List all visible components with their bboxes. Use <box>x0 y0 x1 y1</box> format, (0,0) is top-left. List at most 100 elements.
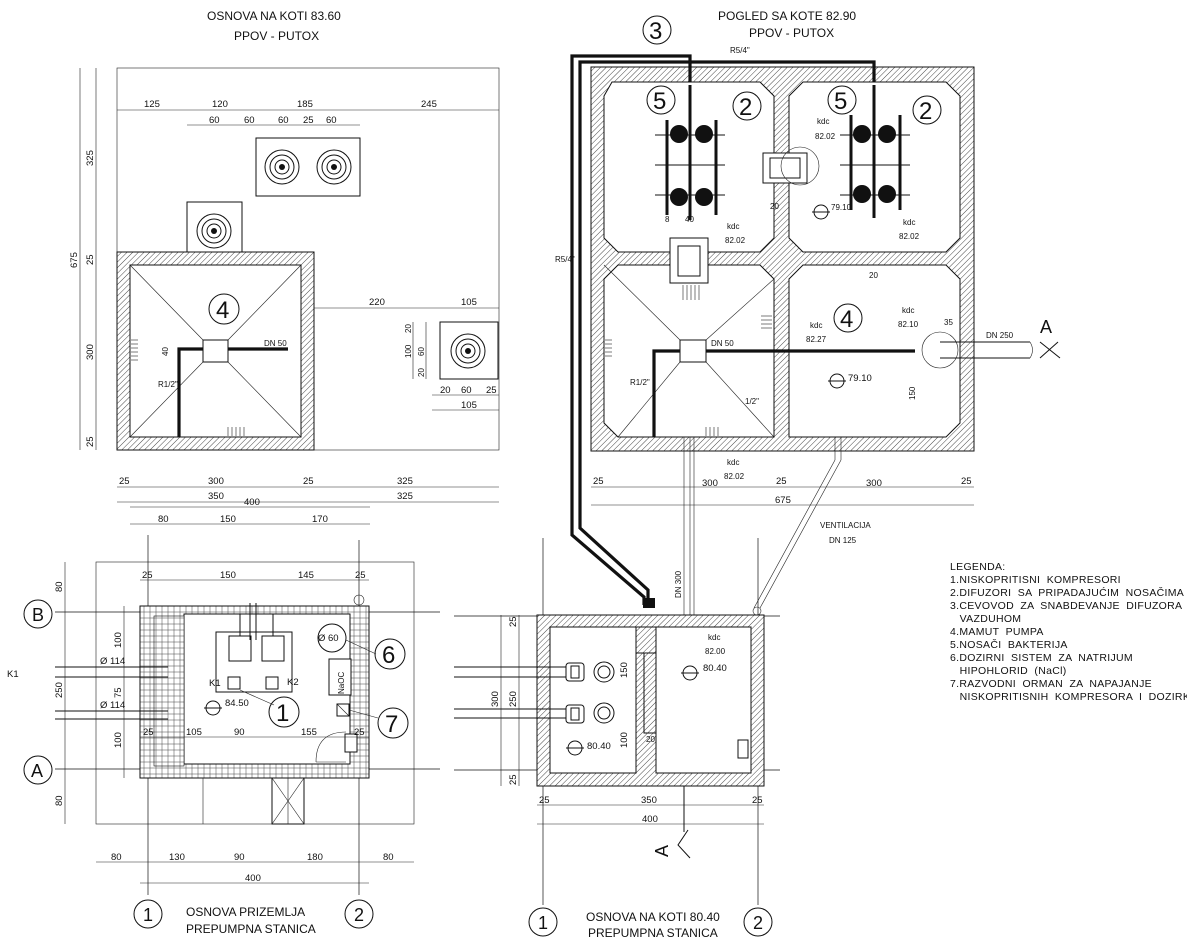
title-bl-1: OSNOVA PRIZEMLJA <box>186 905 305 919</box>
label-12-tr: 1/2" <box>745 397 759 406</box>
dim-185: 185 <box>297 99 313 110</box>
diffuser-disc-icon <box>196 213 232 249</box>
dim-bl-b180: 180 <box>307 852 323 863</box>
label-8450: 84.50 <box>225 698 249 709</box>
label-40-tl: 40 <box>161 347 170 356</box>
legend-item: VAZDUHOM <box>950 613 1021 625</box>
label-dn300: DN 300 <box>674 570 683 598</box>
dim-60c: 60 <box>278 115 289 126</box>
dim-tr-25b: 25 <box>776 476 787 487</box>
dim-bm-v250: 250 <box>508 691 519 707</box>
dim-bl-25a: 25 <box>142 570 153 581</box>
label-phi60: Ø 60 <box>318 633 339 644</box>
dim-bm-v300: 300 <box>490 691 501 707</box>
label-7910-b: 79.10 <box>848 373 872 384</box>
dim-v-100: 100 <box>404 344 413 358</box>
dim-25b-tl: 25 <box>486 385 497 396</box>
dim-105b: 105 <box>461 400 477 411</box>
dim-bl-v80a: 80 <box>54 581 65 592</box>
legend-item: 3.CEVOVOD ZA SNABDEVANJE DIFUZORA <box>950 600 1182 612</box>
legend-item: HIPOHLORID (NaCl) <box>950 665 1067 677</box>
grid-bubble-2-bl: 2 <box>354 905 364 925</box>
callout-5-right: 5 <box>834 88 847 115</box>
dim-v-25b: 25 <box>85 436 96 447</box>
label-8-20: 20 <box>770 202 779 211</box>
dim-bl-v250: 250 <box>54 682 65 698</box>
dim-bl-i25b: 25 <box>354 727 365 738</box>
callout-2-right: 2 <box>919 98 932 125</box>
diffuser-disc-icon <box>264 149 352 185</box>
label-ventilacija: VENTILACIJA <box>820 521 871 530</box>
label-8040-a: 80.40 <box>587 741 611 752</box>
dim-60a: 60 <box>209 115 220 126</box>
legend-item: 6.DOZIRNI SISTEM ZA NATRIJUM <box>950 652 1133 664</box>
label-kdc-1: kdc <box>817 117 829 126</box>
dim-bl-b80a: 80 <box>111 852 122 863</box>
label-8202-1: 82.02 <box>815 132 836 141</box>
label-kdc-2: kdc <box>727 222 739 231</box>
dim-b-170: 170 <box>312 514 328 525</box>
dim-tr-300a: 300 <box>702 478 718 489</box>
dim-tr-300b: 300 <box>866 478 882 489</box>
callout-7: 7 <box>385 711 398 738</box>
label-7910-a: 79.10 <box>831 203 852 212</box>
grid-bubble-2-bm: 2 <box>753 913 763 933</box>
callout-4-tr: 4 <box>840 306 853 333</box>
dim-bl-b90: 90 <box>234 852 245 863</box>
dim-bl-v100b: 100 <box>113 732 124 748</box>
label-dn125: DN 125 <box>829 536 857 545</box>
dim-bm-v25a: 25 <box>508 616 519 627</box>
dim-b-400: 400 <box>244 497 260 508</box>
label-20-bm: 20 <box>646 735 655 744</box>
title-tr-2: PPOV - PUTOX <box>749 26 834 40</box>
label-grid-k1: K1 <box>7 669 19 680</box>
dim-b-300: 300 <box>208 476 224 487</box>
dim-bl-i155: 155 <box>301 727 317 738</box>
title-bm-2: PREPUMPNA STANICA <box>588 926 718 940</box>
dim-120: 120 <box>212 99 228 110</box>
dim-bl-150: 150 <box>220 570 236 581</box>
callout-4-tl: 4 <box>216 297 229 324</box>
label-150: 150 <box>908 386 917 400</box>
dim-v-20a: 20 <box>404 324 413 333</box>
label-35: 35 <box>944 318 953 327</box>
callout-6: 6 <box>382 642 395 669</box>
dim-60b: 60 <box>244 115 255 126</box>
dim-b-150: 150 <box>220 514 236 525</box>
label-k1: K1 <box>209 678 221 689</box>
plan-bottom-left: K1 K2 84.50 Ø 60 NaOC Ø 114 Ø 114 K1 25 … <box>7 535 440 936</box>
legend: LEGENDA: 1.NISKOPRITISNI KOMPRESORI 2.DI… <box>950 561 1187 703</box>
label-r12-tr: R1/2" <box>630 378 650 387</box>
dim-tr-675: 675 <box>775 495 791 506</box>
title-tl-1: OSNOVA NA KOTI 83.60 <box>207 9 341 23</box>
title-bl-2: PREPUMPNA STANICA <box>186 922 316 936</box>
dim-bl-25b: 25 <box>355 570 366 581</box>
label-kdc-bm: kdc <box>708 633 720 642</box>
dim-bl-b80b: 80 <box>383 852 394 863</box>
dim-bm-b400: 400 <box>642 814 658 825</box>
dim-tr-25c: 25 <box>961 476 972 487</box>
dim-b-350: 350 <box>208 491 224 502</box>
label-dn250: DN 250 <box>986 331 1014 340</box>
section-mark-A-bottom: A <box>652 845 672 857</box>
dim-bm-v25b: 25 <box>508 774 519 785</box>
dim-tr-25a: 25 <box>593 476 604 487</box>
dim-v-675: 675 <box>69 252 80 268</box>
legend-item: 1.NISKOPRITISNI KOMPRESORI <box>950 574 1121 586</box>
label-8200: 82.00 <box>705 647 726 656</box>
dim-bm-v100: 100 <box>619 732 630 748</box>
dim-25: 25 <box>303 115 314 126</box>
label-r54-top: R5/4" <box>730 46 750 55</box>
dim-bl-i105: 105 <box>186 727 202 738</box>
label-8202-4: 82.02 <box>724 472 745 481</box>
title-tl-2: PPOV - PUTOX <box>234 29 319 43</box>
legend-item: NISKOPRITISNIH KOMPRESORA I DOZIRKE <box>950 691 1187 703</box>
dim-b-325a: 325 <box>397 476 413 487</box>
plan-top-right: POGLED SA KOTE 82.90 PPOV - PUTOX <box>555 9 1061 634</box>
legend-item: 5.NOSAČI BAKTERIJA <box>950 638 1068 651</box>
diffuser-cluster-left <box>655 85 725 220</box>
dim-60d: 60 <box>326 115 337 126</box>
dim-v-20b: 20 <box>417 368 426 377</box>
dim-bm-b25a: 25 <box>539 795 550 806</box>
legend-item: 4.MAMUT PUMPA <box>950 626 1044 638</box>
